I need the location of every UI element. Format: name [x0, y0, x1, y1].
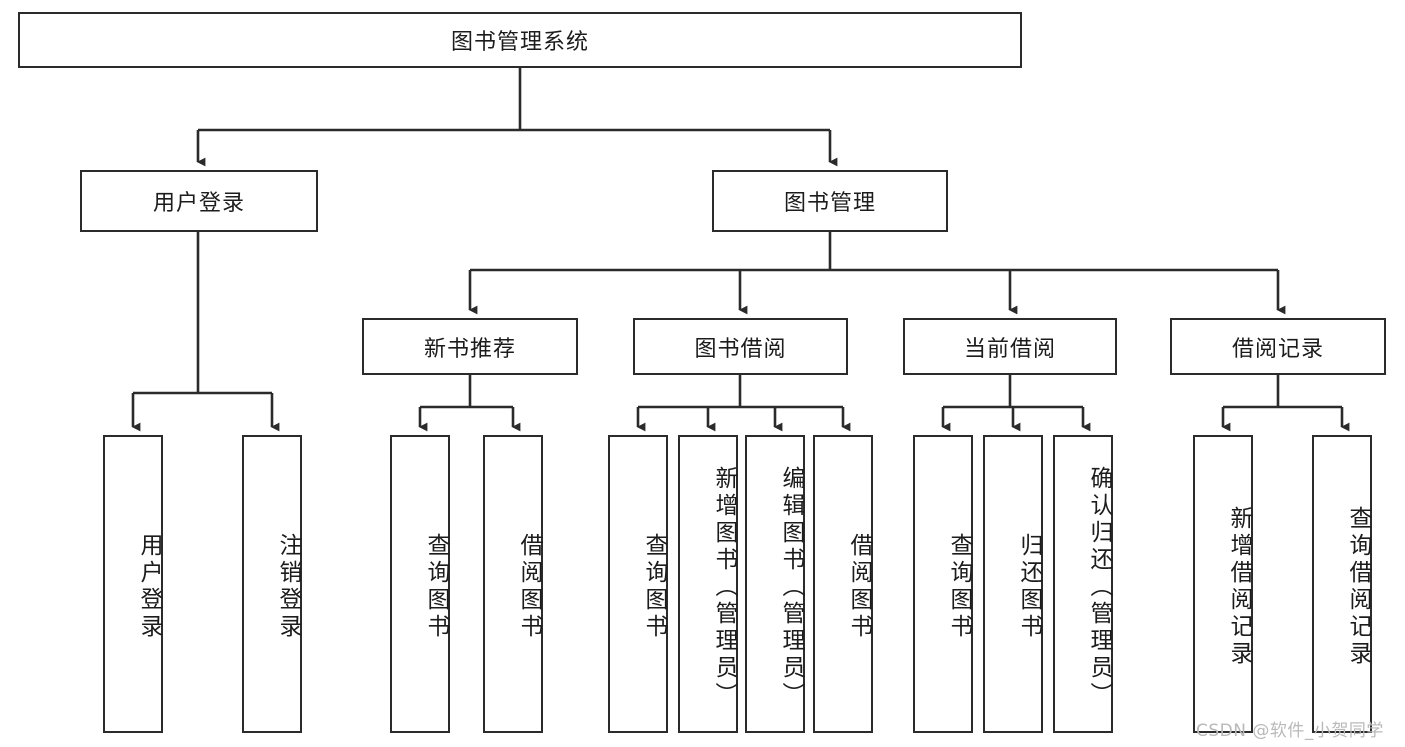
node-user-login[interactable]: 用户登录 — [80, 170, 318, 232]
leaf-query-record[interactable]: 查询借阅记录 — [1312, 435, 1372, 733]
leaf-user-login-label: 用户登录 — [136, 533, 162, 641]
leaf-logout-login[interactable]: 注销登录 — [242, 435, 302, 733]
leaf-borrow-book-2[interactable]: 借阅图书 — [813, 435, 873, 733]
csdn-watermark: CSDN @软件_小贺同学 — [1196, 721, 1384, 741]
leaf-query-book-1[interactable]: 查询图书 — [390, 435, 450, 733]
leaf-add-record-label: 新增借阅记录 — [1226, 506, 1252, 668]
node-book-management[interactable]: 图书管理 — [712, 170, 948, 232]
leaf-borrow-book-1-label: 借阅图书 — [516, 533, 542, 641]
node-root-label: 图书管理系统 — [450, 30, 589, 55]
leaf-return-book-label: 归还图书 — [1016, 533, 1042, 641]
leaf-query-record-label: 查询借阅记录 — [1345, 506, 1371, 668]
leaf-user-login[interactable]: 用户登录 — [103, 435, 163, 733]
leaf-borrow-book-1[interactable]: 借阅图书 — [483, 435, 543, 733]
node-book-borrow-label: 图书借阅 — [694, 336, 787, 362]
leaf-return-book[interactable]: 归还图书 — [983, 435, 1043, 733]
node-book-management-label: 图书管理 — [783, 191, 876, 216]
node-borrow-record-label: 借阅记录 — [1231, 336, 1324, 362]
node-root[interactable]: 图书管理系统 — [18, 12, 1022, 68]
leaf-add-record[interactable]: 新增借阅记录 — [1193, 435, 1253, 733]
leaf-query-book-3-label: 查询图书 — [946, 533, 972, 641]
node-new-book-recommend-label: 新书推荐 — [423, 336, 516, 362]
leaf-borrow-book-2-label: 借阅图书 — [846, 533, 872, 641]
leaf-query-book-3[interactable]: 查询图书 — [913, 435, 973, 733]
leaf-query-book-2[interactable]: 查询图书 — [608, 435, 668, 733]
leaf-confirm-return[interactable]: 确认归还（管理员） — [1053, 435, 1113, 733]
leaf-add-book[interactable]: 新增图书（管理员） — [678, 435, 738, 733]
leaf-logout-login-label: 注销登录 — [275, 533, 301, 641]
leaf-add-book-label: 新增图书（管理员） — [711, 465, 737, 709]
leaf-query-book-2-label: 查询图书 — [641, 533, 667, 641]
leaf-confirm-return-label: 确认归还（管理员） — [1086, 465, 1112, 709]
leaf-edit-book[interactable]: 编辑图书（管理员） — [745, 435, 805, 733]
leaf-edit-book-label: 编辑图书（管理员） — [778, 465, 804, 709]
node-current-borrow-label: 当前借阅 — [963, 336, 1056, 362]
leaf-query-book-1-label: 查询图书 — [423, 533, 449, 641]
node-new-book-recommend[interactable]: 新书推荐 — [362, 318, 578, 375]
node-book-borrow[interactable]: 图书借阅 — [633, 318, 848, 375]
node-borrow-record[interactable]: 借阅记录 — [1170, 318, 1386, 375]
node-current-borrow[interactable]: 当前借阅 — [903, 318, 1117, 375]
node-user-login-label: 用户登录 — [152, 191, 245, 216]
